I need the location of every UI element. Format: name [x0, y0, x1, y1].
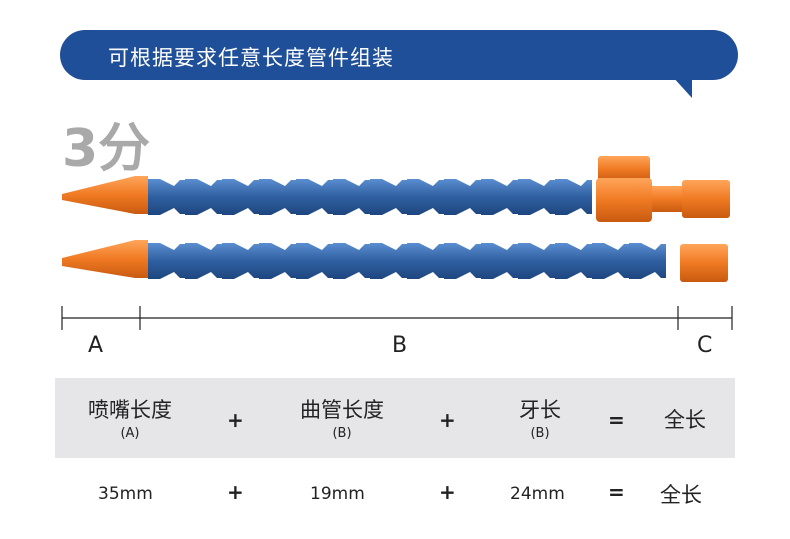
- header-hose-label: 曲管长度: [300, 398, 384, 422]
- header-thread: 牙长 (B): [475, 394, 605, 441]
- dim-label-b: B: [392, 333, 408, 358]
- hose-segment: [555, 179, 592, 215]
- hose-segment: [481, 179, 518, 215]
- dim-label-a: A: [88, 333, 104, 358]
- hose-segment: [444, 243, 481, 279]
- banner-title: 可根据要求任意长度管件组装: [108, 46, 394, 70]
- op-equals: =: [608, 408, 625, 432]
- hose-segment: [370, 243, 407, 279]
- hose-segment: [518, 243, 555, 279]
- hose-segment: [407, 179, 444, 215]
- row-op-equals: =: [608, 480, 625, 504]
- row-op-plus-2: +: [439, 480, 456, 504]
- header-nozzle-sub: (A): [120, 426, 140, 441]
- valve-body: [596, 178, 652, 222]
- op-plus-1: +: [227, 408, 244, 432]
- size-label: 3分: [62, 119, 151, 179]
- valve-neck: [652, 186, 682, 212]
- hose-segment: [592, 243, 629, 279]
- hose-segment: [296, 243, 333, 279]
- hose-segment: [629, 243, 666, 279]
- hose-segment: [259, 179, 296, 215]
- hose-segment: [222, 243, 259, 279]
- header-total-label: 全长: [664, 408, 706, 432]
- header-nozzle: 喷嘴长度 (A): [65, 394, 195, 441]
- hose-segment: [185, 179, 222, 215]
- thread-2: [680, 244, 728, 282]
- hose-segment: [555, 243, 592, 279]
- valve-handle: [598, 156, 650, 182]
- hose-segment: [333, 179, 370, 215]
- hose-segment: [148, 243, 185, 279]
- dimension-line: [61, 306, 733, 330]
- header-thread-label: 牙长: [519, 398, 561, 422]
- title-banner: 可根据要求任意长度管件组装: [60, 30, 738, 98]
- hose-illustration: [61, 156, 733, 330]
- hose-segment: [259, 243, 296, 279]
- value-hose: 19mm: [310, 484, 365, 504]
- length-table-header: 喷嘴长度 (A) + 曲管长度 (B) + 牙长 (B) = 全长: [55, 378, 735, 458]
- hose-segment: [148, 179, 185, 215]
- hose-segment: [518, 179, 555, 215]
- header-hose: 曲管长度 (B): [277, 394, 407, 441]
- hose-segment: [444, 179, 481, 215]
- hose-segment: [185, 243, 222, 279]
- value-thread: 24mm: [510, 484, 565, 504]
- nozzle-2: [62, 240, 148, 278]
- hose-with-valve: [62, 156, 730, 222]
- value-nozzle: 35mm: [98, 484, 153, 504]
- header-nozzle-label: 喷嘴长度: [88, 398, 172, 422]
- dim-label-c: C: [697, 333, 713, 358]
- hose-segment: [296, 179, 333, 215]
- hose-segment: [370, 179, 407, 215]
- thread-1: [682, 180, 730, 218]
- op-plus-2: +: [439, 408, 456, 432]
- banner-tail: [672, 76, 692, 98]
- header-total: 全长: [645, 404, 725, 434]
- value-total: 全长: [660, 483, 702, 507]
- hose-segment: [222, 179, 259, 215]
- hose-segment: [481, 243, 518, 279]
- hose-segment: [407, 243, 444, 279]
- nozzle-1: [62, 176, 148, 214]
- header-thread-sub: (B): [530, 426, 550, 441]
- hose-segment: [333, 243, 370, 279]
- row-op-plus-1: +: [227, 480, 244, 504]
- hose-plain: [62, 240, 728, 282]
- header-hose-sub: (B): [332, 426, 352, 441]
